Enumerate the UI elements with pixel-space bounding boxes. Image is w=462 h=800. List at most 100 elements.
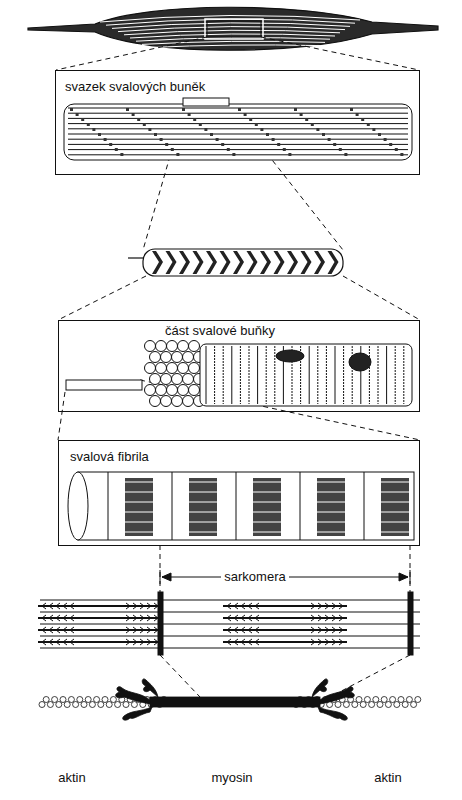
fibril-end xyxy=(178,341,189,352)
cross-bridge xyxy=(332,627,336,633)
cell-section xyxy=(66,341,412,407)
cross-bridge xyxy=(49,615,53,621)
fibril-end xyxy=(145,363,156,374)
fibre-mark xyxy=(227,148,230,151)
cross-bridge xyxy=(126,615,130,621)
cross-bridge xyxy=(248,603,252,609)
fibril-end xyxy=(145,385,156,396)
myosin-head xyxy=(312,679,328,697)
cross-bridge xyxy=(227,639,231,645)
box-heading: část svalové buňky xyxy=(162,323,278,339)
whole-muscle xyxy=(28,7,438,50)
fibre-mark xyxy=(367,123,370,126)
actin-bead xyxy=(402,702,408,708)
cross-bridge xyxy=(248,627,252,633)
molecule-label: myosin xyxy=(208,770,255,786)
actin-bead xyxy=(85,697,91,703)
fibre-mark xyxy=(294,108,297,111)
fibril-end xyxy=(189,385,200,396)
cross-bridge xyxy=(63,627,67,633)
cross-bridge xyxy=(70,615,74,621)
fibre-mark xyxy=(176,153,179,156)
fibre-mark xyxy=(81,118,84,121)
cell-band xyxy=(206,346,207,404)
cross-bridge xyxy=(332,603,336,609)
fibre-mark xyxy=(333,143,336,146)
cross-bridge xyxy=(311,639,315,645)
actin-bead xyxy=(415,697,421,703)
cell-stripe xyxy=(247,251,258,274)
fibril-end xyxy=(189,363,200,374)
cross-bridge xyxy=(241,603,245,609)
myosin-head xyxy=(123,707,152,720)
fibril-end xyxy=(183,352,194,363)
actin-bead xyxy=(377,702,383,708)
muscle-streak xyxy=(148,45,320,48)
actin-bead xyxy=(77,697,83,703)
cross-bridge xyxy=(147,615,151,621)
filament-gap xyxy=(253,492,281,493)
cross-bridge xyxy=(70,627,74,633)
actin-bead xyxy=(390,697,396,703)
cross-bridge xyxy=(147,627,151,633)
cross-bridge xyxy=(248,615,252,621)
z-line xyxy=(236,472,237,540)
filament-gap xyxy=(125,512,153,513)
cross-bridge xyxy=(318,627,322,633)
cross-bridge xyxy=(140,615,144,621)
filament-gap xyxy=(125,492,153,493)
cross-bridge xyxy=(56,603,60,609)
a-band xyxy=(189,478,217,536)
filament-gap xyxy=(381,492,409,493)
cross-bridge xyxy=(49,627,53,633)
fibre-mark xyxy=(260,128,263,131)
cell-band xyxy=(240,346,241,404)
fibre-line xyxy=(68,118,408,119)
actin-bead xyxy=(356,697,362,703)
fibre-line xyxy=(68,123,408,124)
box-heading: svazek svalových buněk xyxy=(62,79,208,95)
cell-band xyxy=(309,346,310,404)
fibril-end xyxy=(161,352,172,363)
filament-gap xyxy=(253,482,281,483)
actin-bead xyxy=(60,697,66,703)
cross-bridge xyxy=(42,615,46,621)
zoom-lines xyxy=(56,37,420,697)
cross-bridge xyxy=(325,627,329,633)
fibre-mark xyxy=(238,108,241,111)
zoom-box: část svalové buňky xyxy=(58,320,420,412)
fibre-line xyxy=(68,128,408,129)
cross-bridge xyxy=(133,639,137,645)
fibril-end xyxy=(156,341,167,352)
a-band xyxy=(381,478,409,536)
sarcomere-filaments xyxy=(38,592,420,655)
cell-stripe xyxy=(274,251,285,274)
actin-bead xyxy=(73,702,79,708)
filament-gap xyxy=(317,482,345,483)
cross-bridge xyxy=(70,603,74,609)
fibril-end xyxy=(183,396,194,407)
fibre-mark xyxy=(311,123,314,126)
cell-stripe xyxy=(166,251,177,274)
actin-bead xyxy=(102,697,108,703)
cross-bridge xyxy=(126,603,130,609)
z-line xyxy=(300,472,301,540)
actin-bead xyxy=(406,697,412,703)
actin-bead xyxy=(94,697,100,703)
actin-bead xyxy=(98,702,104,708)
cross-bridge xyxy=(311,615,315,621)
cell-band xyxy=(335,346,336,404)
fibre-mark xyxy=(300,113,303,116)
fibre-mark xyxy=(232,153,235,156)
fibre-mark xyxy=(339,148,342,151)
molecule-label: aktin xyxy=(371,770,404,786)
cell-band xyxy=(369,346,370,404)
cell-stripe xyxy=(206,251,217,274)
fibre-mark xyxy=(255,123,258,126)
filament-gap xyxy=(125,502,153,503)
cross-bridge xyxy=(255,603,259,609)
fibril-end xyxy=(150,352,161,363)
fibril-end xyxy=(167,341,178,352)
fibre-mark xyxy=(137,118,140,121)
